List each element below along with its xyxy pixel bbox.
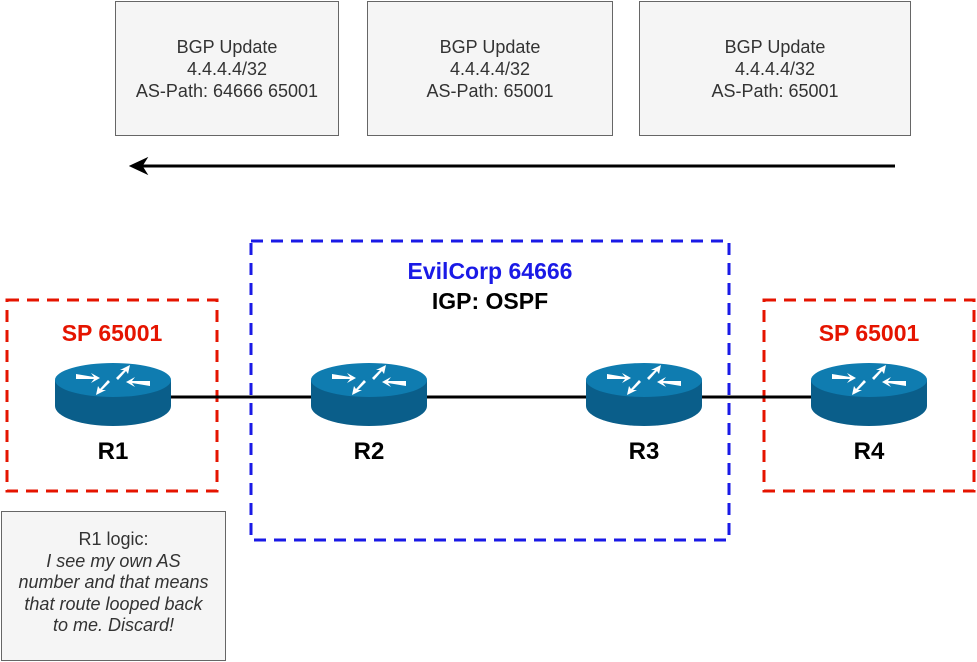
evilcorp-igp-subtitle: IGP: OSPF [431,288,549,314]
right-sp-title: SP 65001 [818,320,920,346]
router-icon [586,363,702,426]
router-icon [311,363,427,426]
bgp-update-prefix: 4.4.4.4/32 [186,58,268,79]
bgp-update-box-1: BGP Update 4.4.4.4/32 AS-Path: 64666 650… [115,1,339,136]
bgp-update-box-3: BGP Update 4.4.4.4/32 AS-Path: 65001 [639,1,911,136]
router-label-r2: R2 [353,438,385,465]
bgp-update-as-path: AS-Path: 65001 [711,80,839,101]
evilcorp-title: EvilCorp 64666 [407,258,573,284]
bgp-update-prefix: 4.4.4.4/32 [449,58,531,79]
logic-line: to me. Discard! [52,615,175,635]
router-icon [811,363,927,426]
router-icon [55,363,171,426]
router-label-r4: R4 [853,438,885,465]
bgp-update-as-path: AS-Path: 64666 65001 [135,80,319,101]
router-label-r1: R1 [97,438,129,465]
logic-line: that route looped back [24,593,203,614]
logic-line: I see my own AS [46,550,181,571]
left-sp-title: SP 65001 [61,320,163,346]
bgp-update-prefix: 4.4.4.4/32 [734,58,816,79]
logic-heading: R1 logic: [78,529,149,549]
logic-line: number and that means [18,572,209,592]
bgp-update-as-path: AS-Path: 65001 [426,80,554,101]
bgp-update-title: BGP Update [176,36,278,57]
bgp-update-title: BGP Update [724,36,826,57]
router-label-r3: R3 [628,438,660,465]
bgp-update-box-2: BGP Update 4.4.4.4/32 AS-Path: 65001 [367,1,613,136]
r1-logic-note: R1 logic: I see my own AS number and tha… [1,511,226,661]
bgp-update-title: BGP Update [439,36,541,57]
evilcorp-zone-border [249,239,731,542]
propagation-arrow-head [128,156,149,176]
